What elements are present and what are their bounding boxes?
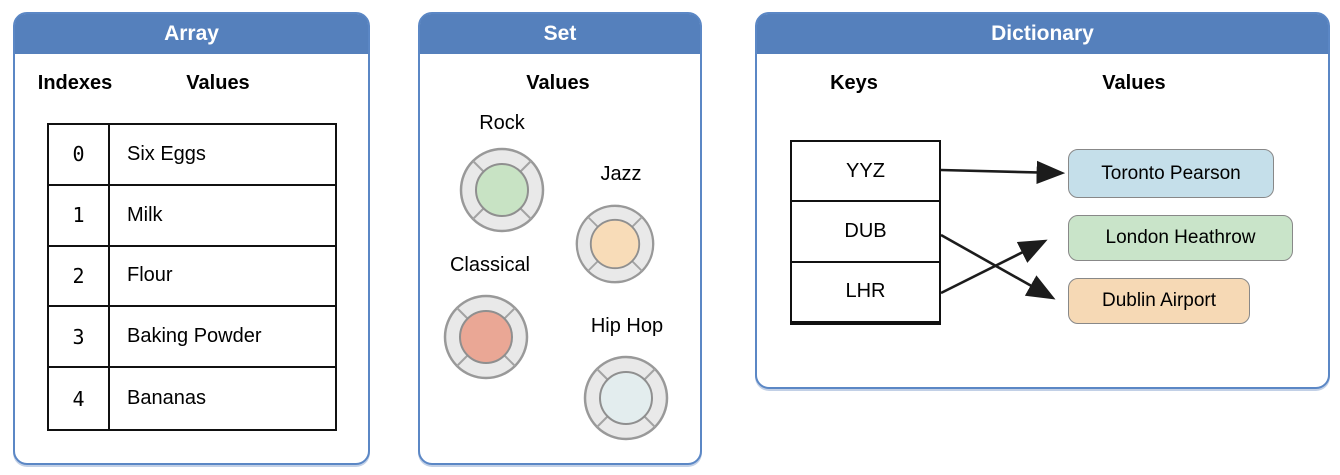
array-index-cell: 1	[49, 185, 110, 247]
array-panel-title: Array	[15, 14, 368, 54]
vinyl-record-icon	[459, 147, 545, 233]
dictionary-value-pill: London Heathrow	[1068, 215, 1293, 261]
vinyl-record-icon	[575, 204, 655, 284]
set-item-label-jazz: Jazz	[600, 163, 642, 185]
array-index-cell: 4	[49, 368, 110, 429]
dictionary-key-cell: YYZ	[792, 142, 939, 203]
dictionary-key-cell: LHR	[792, 263, 939, 323]
vinyl-record-icon	[443, 294, 529, 380]
array-value-cell: Bananas	[127, 387, 206, 410]
array-value-cell: Flour	[110, 247, 335, 308]
set-item-label-classical: Classical	[449, 254, 531, 276]
arrow-yyz-to-toronto-pearson	[940, 160, 1066, 185]
dictionary-value-pill: Toronto Pearson	[1068, 149, 1274, 198]
dictionary-column-header-keys: Keys	[830, 72, 878, 94]
array-table: 0 Six Eggs 1 Milk 2 Flour 3 Baking Powde…	[47, 123, 337, 431]
set-item-label-hip-hop: Hip Hop	[590, 315, 664, 337]
dictionary-column-header-values: Values	[1102, 72, 1166, 94]
array-panel: Array Indexes Values 0 Six Eggs 1 Milk 2…	[13, 12, 370, 465]
set-panel-title: Set	[420, 14, 700, 54]
array-value-cell: Baking Powder	[110, 307, 335, 369]
arrow-lhr-to-london-heathrow	[940, 239, 1048, 295]
set-panel: Set Values Rock Jazz Classical	[418, 12, 702, 465]
set-item-label-rock: Rock	[479, 112, 525, 134]
array-value-cell: Milk	[110, 186, 335, 247]
dictionary-keys-table: YYZ DUB LHR	[790, 140, 941, 325]
array-index-cell: 2	[49, 246, 110, 308]
array-value-cell: Six Eggs	[110, 125, 335, 186]
array-index-cell: 0	[49, 125, 110, 186]
array-column-header-values: Values	[186, 72, 250, 94]
vinyl-record-icon	[583, 355, 669, 441]
dictionary-key-cell: DUB	[792, 202, 939, 263]
array-column-header-indexes: Indexes	[37, 72, 113, 94]
dictionary-panel-title: Dictionary	[757, 14, 1328, 54]
dictionary-value-pill: Dublin Airport	[1068, 278, 1250, 324]
array-index-cell: 3	[49, 307, 110, 369]
dictionary-panel: Dictionary Keys Values YYZ DUB LHR Toron…	[755, 12, 1330, 389]
arrow-dub-to-dublin-airport	[940, 233, 1056, 300]
set-column-header-values: Values	[526, 72, 590, 94]
